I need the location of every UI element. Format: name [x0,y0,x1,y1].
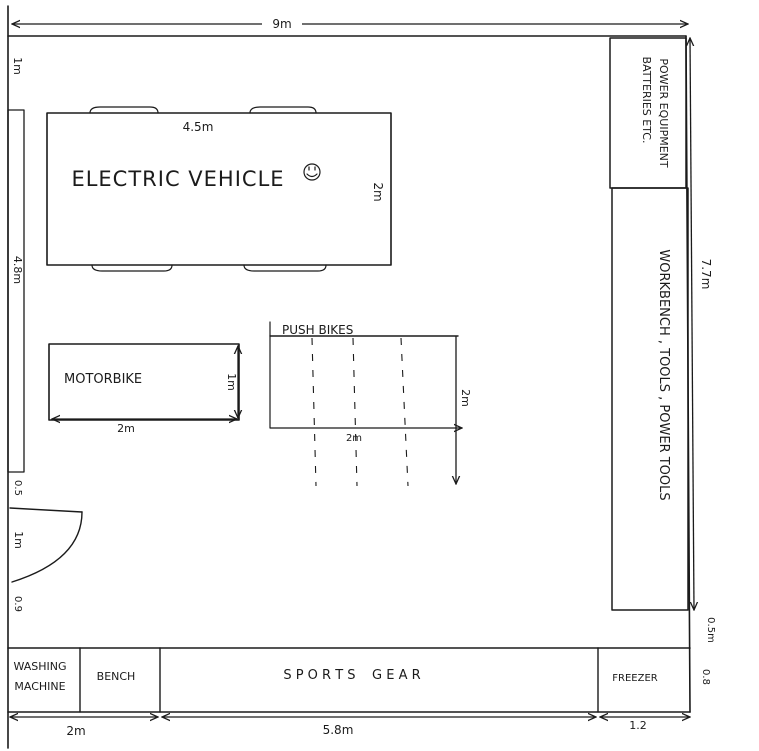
freezer-label: FREEZER [612,673,658,684]
smiley-icon [303,163,321,181]
power-equipment-storage: POWER EQUIPMENT BATTERIES ETC. [609,37,687,189]
workbench-tools-label: WORKBENCH , TOOLS , POWER TOOLS [656,249,671,500]
washing-label: WASHING [13,660,66,673]
overall-width-dimension: 9m [12,17,688,31]
push-bikes-width-label: 2m [346,433,362,444]
push-bikes: PUSH BIKES 2m 2m [269,321,472,487]
left-wall-segment [7,109,25,473]
motorbike-width-label: 1m [225,373,238,391]
motorbike-length-label: 2m [117,422,135,435]
bottom-middle-label: 5.8m [323,723,354,737]
electric-vehicle-label: ELECTRIC VEHICLE [71,167,284,191]
push-bikes-label: PUSH BIKES [282,323,353,337]
door-swing [9,507,83,583]
sports-gear-label: S P O R T S G E A R [283,668,420,683]
batteries-label: BATTERIES ETC. [640,57,653,144]
door-width-label: 1m [12,531,25,549]
motorbike-label: MOTORBIKE [64,372,142,387]
electric-vehicle: ELECTRIC VEHICLE 4.5m 2m [46,106,392,272]
bench-label: BENCH [97,670,136,683]
bottom-right-label: 1.2 [629,719,647,732]
machine-label: MACHINE [14,680,65,693]
bottom-left-label: 2m [66,724,85,738]
push-bikes-depth-label: 2m [459,389,472,407]
bottom-depth-label: 0.8 [700,669,711,685]
left-small-gap-label: 0.5 [12,480,23,496]
motorbike: MOTORBIKE 2m 1m [48,343,239,435]
overall-depth-label: 7.7m [699,259,713,290]
door-below-label: 0.9 [12,596,23,612]
right-side-dimensions: 7.7m 0.5m 0.8 [690,38,716,685]
bottom-dimensions: 2m 5.8m 1.2 [10,717,690,738]
bottom-storage-row [79,647,599,713]
electric-vehicle-width-label: 2m [371,182,385,201]
electric-vehicle-length-label: 4.5m [183,120,214,134]
workbench-tools-storage: WORKBENCH , TOOLS , POWER TOOLS [611,187,689,611]
overall-width-label: 9m [272,17,291,31]
power-equipment-label: POWER EQUIPMENT [657,58,670,167]
left-top-gap-label: 1m [11,57,24,75]
right-gap-label: 0.5m [705,617,716,643]
left-wall-segment-label: 4.8m [11,256,24,284]
